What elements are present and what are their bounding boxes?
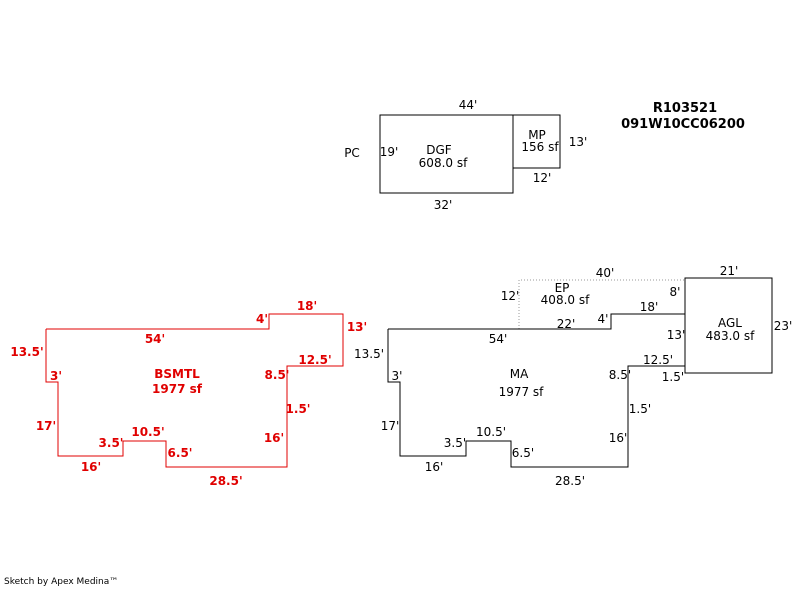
ep-label: EP [555,281,570,295]
bsmtl-dim-65: 6.5' [168,446,193,460]
ma-dim-step: 4' [598,312,609,326]
bsmtl-dim-125: 12.5' [298,353,331,367]
bsmtl-outline [45,313,344,468]
ma-dim-22: 22' [557,317,576,331]
bsmtl-label: BSMTL [154,367,200,381]
bsmtl-dim-17: 17' [36,419,56,433]
agl-dim-top: 21' [720,264,739,278]
bsmtl-dim-left: 13.5' [10,345,43,359]
bsmtl-dim-3: 3' [50,369,62,383]
ep-dim-right: 8' [670,285,681,299]
agl-dim-left-lower: 1.5' [662,370,684,384]
agl-dim-right: 23' [774,319,793,333]
pc-label: PC [344,146,360,160]
ma-dim-16: 16' [609,431,628,445]
map-id: 091W10CC06200 [621,117,745,132]
bsmtl-dim-105: 10.5' [131,425,164,439]
bsmtl-dim-top: 54' [145,332,165,346]
dgf-area: 608.0 sf [419,156,468,170]
bsmtl-dim-16: 16' [264,431,284,445]
ma-dim-105: 10.5' [476,425,506,439]
ma-area: 1977 sf [499,385,545,399]
ma-dim-65: 6.5' [512,446,534,460]
bsmtl-area: 1977 sf [152,382,203,396]
ma-dim-16b: 16' [425,460,444,474]
ep-dim-top: 40' [596,266,615,280]
mp-label: MP [528,128,546,142]
agl-area: 483.0 sf [706,329,755,343]
ep-area: 408.0 sf [541,293,590,307]
agl-dim-left-upper: 13' [667,328,686,342]
bsmtl-dim-15: 1.5' [286,402,311,416]
mp-outline [512,114,561,169]
bsmtl-dim-285: 28.5' [209,474,242,488]
dgf-label: DGF [426,143,452,157]
ma-label: MA [510,367,529,381]
ep-outline [518,279,685,329]
dgf-dim-bottom: 32' [434,198,453,212]
bsmtl-dim-step: 4' [256,312,268,326]
ma-dim-85: 8.5' [609,368,631,382]
ep-dim-left: 12' [501,289,520,303]
mp-dim-right: 13' [569,135,588,149]
ma-dim-18: 18' [640,300,659,314]
dgf-dim-top: 44' [459,98,478,112]
ma-dim-35: 3.5' [444,436,466,450]
sketch-credit: Sketch by Apex Medina™ [4,577,118,587]
ma-dim-top: 54' [489,332,508,346]
bsmtl-dim-35: 3.5' [99,436,124,450]
parcel-id: R103521 [653,101,717,116]
bsmtl-dim-18: 18' [297,299,317,313]
ma-dim-125: 12.5' [643,353,673,367]
dgf-dim-left: 19' [380,145,399,159]
bsmtl-dim-16b: 16' [81,460,101,474]
ma-dim-15: 1.5' [629,402,651,416]
ma-dim-285: 28.5' [555,474,585,488]
ma-dim-3: 3' [392,369,403,383]
mp-area: 156 sf [521,140,559,154]
bsmtl-dim-85: 8.5' [265,368,290,382]
ma-dim-left: 13.5' [354,347,384,361]
ma-outline [387,313,686,468]
agl-label: AGL [718,316,742,330]
bsmtl-dim-13: 13' [347,320,367,334]
ma-dim-17: 17' [381,419,400,433]
mp-dim-bottom: 12' [533,171,552,185]
